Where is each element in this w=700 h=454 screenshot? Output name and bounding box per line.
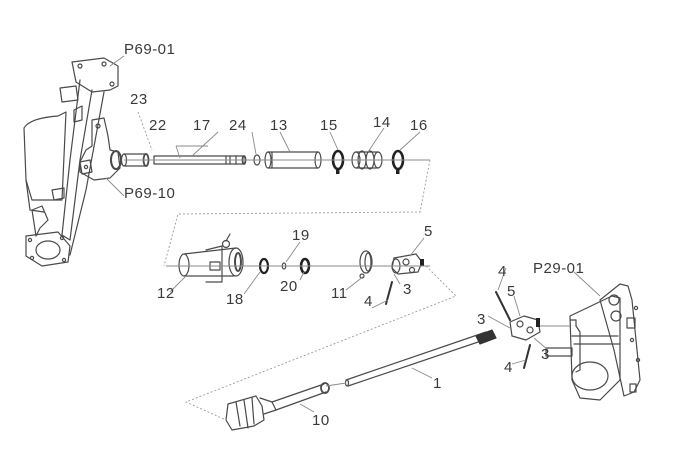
callout-24: 24 [229,117,247,134]
callout-4-right-top: 4 [498,263,507,280]
callout-3-right-left: 3 [477,311,486,328]
callout-p69-10: P69-10 [124,185,176,202]
callout-p29-01: P29-01 [533,260,585,277]
callout-17: 17 [193,117,211,134]
callout-p69-01: P69-01 [124,41,176,58]
callout-23: 23 [130,91,148,108]
callout-5-upper: 5 [424,223,433,240]
callout-16: 16 [410,117,428,134]
callout-11: 11 [331,285,348,302]
callout-19: 19 [292,227,310,244]
callout-4-right-bottom: 4 [504,359,513,376]
callout-22: 22 [149,117,167,134]
callout-20: 20 [280,278,298,295]
callout-12: 12 [157,285,175,302]
column-housing-p69-01 [23,57,119,267]
callout-14: 14 [373,114,391,131]
callout-18: 18 [226,291,244,308]
gearbox-p29-01 [545,283,641,401]
callout-15: 15 [320,117,338,134]
callout-4-upper: 4 [364,293,373,310]
callout-5-right: 5 [507,283,516,300]
callout-3-right-bottom: 3 [541,346,550,363]
callout-3-upper: 3 [403,281,412,298]
callout-13: 13 [270,117,288,134]
callout-1: 1 [433,375,442,392]
callout-10: 10 [312,412,330,429]
